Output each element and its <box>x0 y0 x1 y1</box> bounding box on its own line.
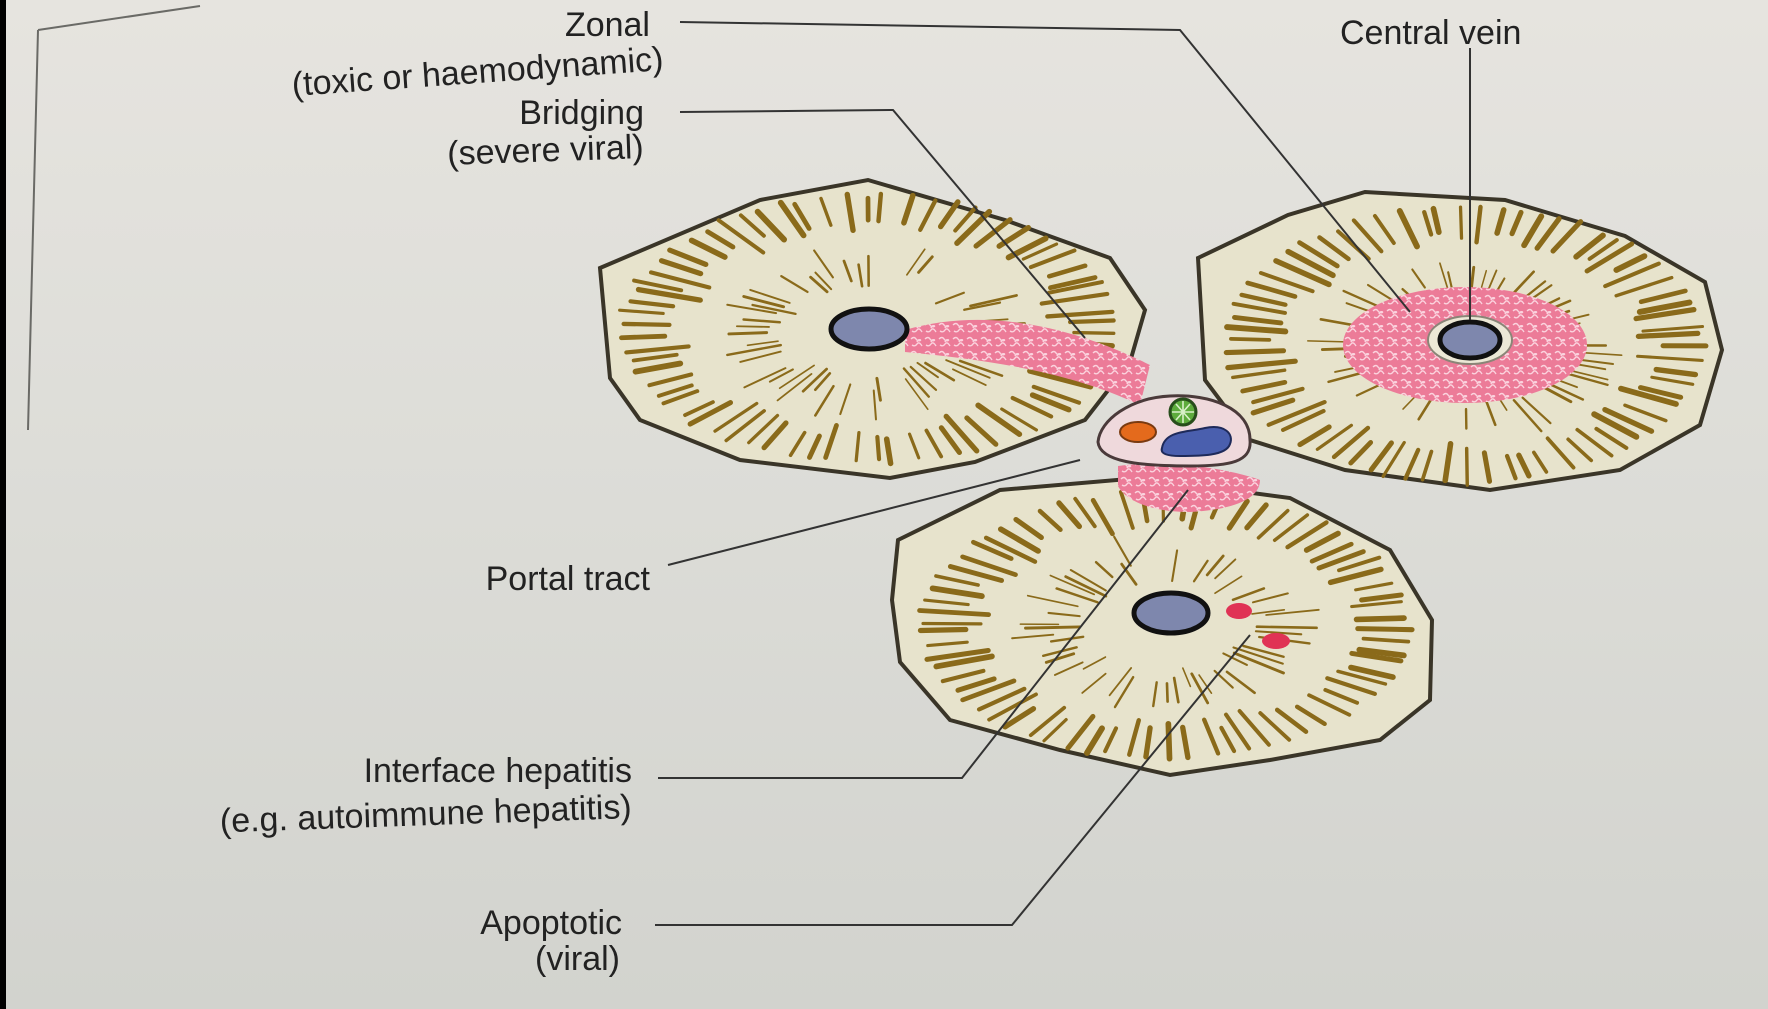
interface-sublabel: (e.g. autoimmune hepatitis) <box>219 788 632 840</box>
portal-tract-label: Portal tract <box>486 560 651 598</box>
sinusoid-stroke <box>921 629 966 630</box>
sinusoid-stroke <box>1070 320 1113 322</box>
sinusoid-stroke <box>1226 351 1283 353</box>
sinusoid-stroke <box>1467 448 1468 485</box>
portal-tract <box>1098 396 1250 466</box>
sinusoid-stroke <box>1461 207 1462 238</box>
sinusoid-stroke <box>877 437 879 459</box>
sinusoid-stroke <box>624 324 670 325</box>
lobule-upper-left <box>600 180 1150 478</box>
apoptotic-body <box>1226 603 1252 619</box>
central-vein-label: Central vein <box>1340 14 1521 52</box>
bridging-label: Bridging <box>519 94 644 132</box>
sinusoid-stroke <box>878 194 880 221</box>
sinusoid-stroke <box>1168 724 1169 759</box>
sinusoid-stroke <box>1357 618 1404 619</box>
sinusoid-stroke <box>1231 339 1270 340</box>
sinusoid-stroke <box>1358 629 1412 630</box>
lobule-lower <box>892 464 1432 775</box>
label-group-interface: Interface hepatitis (e.g. autoimmune hep… <box>219 752 632 840</box>
hepatic-artery <box>1120 422 1156 442</box>
sinusoid-stroke <box>887 439 891 463</box>
sinusoid-stroke <box>1638 333 1697 336</box>
sinusoid-stroke <box>621 336 664 338</box>
label-group-apoptotic: Apoptotic (viral) <box>480 904 622 978</box>
central-vein-lower <box>1134 593 1208 633</box>
interface-label: Interface hepatitis <box>364 752 632 790</box>
label-group-zonal: Zonal (toxic or haemodynamic) <box>291 6 665 104</box>
apoptotic-sublabel: (viral) <box>535 940 620 978</box>
zonal-label: Zonal <box>565 6 650 44</box>
apoptotic-body <box>1262 633 1290 649</box>
sinusoid-stroke <box>729 333 767 334</box>
label-group-bridging: Bridging (severe viral) <box>447 94 645 173</box>
sinusoid-stroke <box>1167 683 1168 701</box>
sinusoid-stroke <box>737 326 769 327</box>
apoptotic-label: Apoptotic <box>480 904 622 942</box>
central-vein-upper-left <box>831 309 907 349</box>
sinusoid-stroke <box>1026 627 1080 628</box>
bridging-sublabel: (severe viral) <box>447 128 645 173</box>
central-vein-right <box>1440 322 1500 358</box>
sinusoid-stroke <box>1257 627 1317 628</box>
lobule-right <box>1198 192 1722 490</box>
leader-lines <box>655 22 1470 925</box>
page-border-line <box>28 6 200 430</box>
